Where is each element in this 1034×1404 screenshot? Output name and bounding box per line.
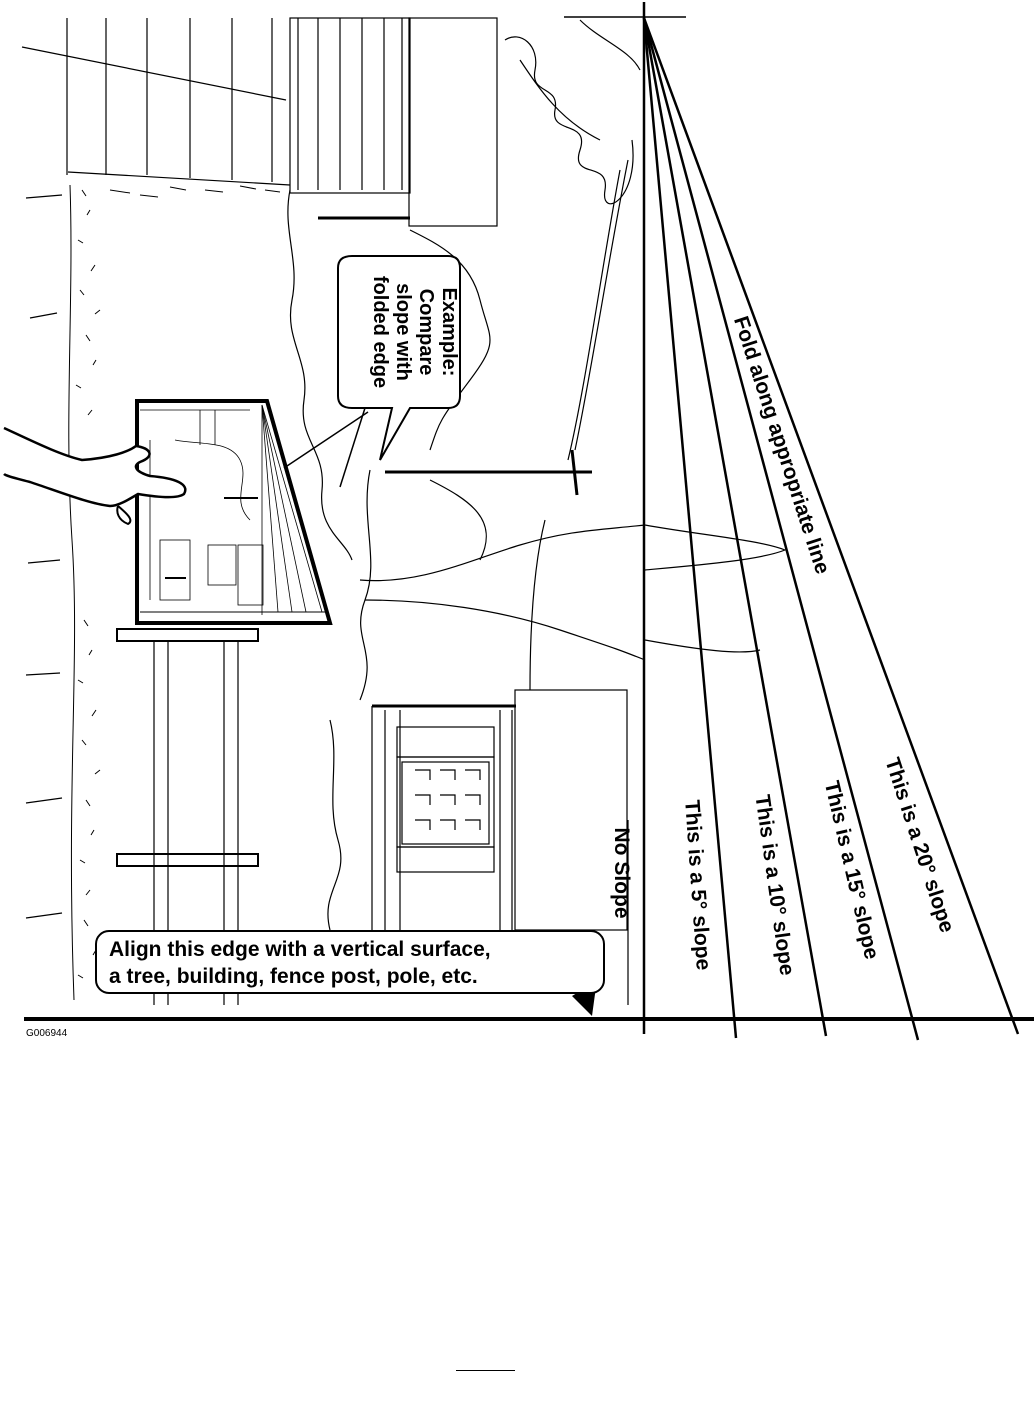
align-callout-line-1: Align this edge with a vertical surface, — [109, 936, 593, 963]
svg-text:This is a 5° slope: This is a 5° slope — [680, 799, 715, 971]
svg-text:This is a 20° slope: This is a 20° slope — [880, 755, 958, 935]
middle-post — [385, 450, 592, 495]
fold-instruction: Fold along appropriate line — [729, 313, 834, 576]
example-bubble-text: Example: Compare slope with folded edge — [369, 276, 460, 388]
svg-text:This is a 10° slope: This is a 10° slope — [750, 793, 798, 977]
align-callout: Align this edge with a vertical surface,… — [95, 930, 605, 994]
svg-text:Fold along appropriate line: Fold along appropriate line — [729, 313, 834, 576]
no-slope-label: No Slope — [610, 827, 633, 918]
slope-5-label: This is a 5° slope — [680, 799, 715, 971]
figure-id: G006944 — [26, 1028, 67, 1039]
example-line-2: Compare — [415, 289, 437, 376]
example-line-4: folded edge — [369, 276, 391, 388]
svg-text:No Slope: No Slope — [610, 827, 633, 918]
page-rule — [456, 1370, 515, 1371]
example-line-3: slope with — [392, 283, 414, 381]
lower-building — [372, 690, 627, 930]
slope-20-label: This is a 20° slope — [880, 755, 958, 935]
example-inset — [137, 401, 368, 623]
align-callout-line-2: a tree, building, fence post, pole, etc. — [109, 963, 593, 990]
example-line-1: Example: — [438, 288, 460, 377]
slope-10-label: This is a 10° slope — [750, 793, 798, 977]
